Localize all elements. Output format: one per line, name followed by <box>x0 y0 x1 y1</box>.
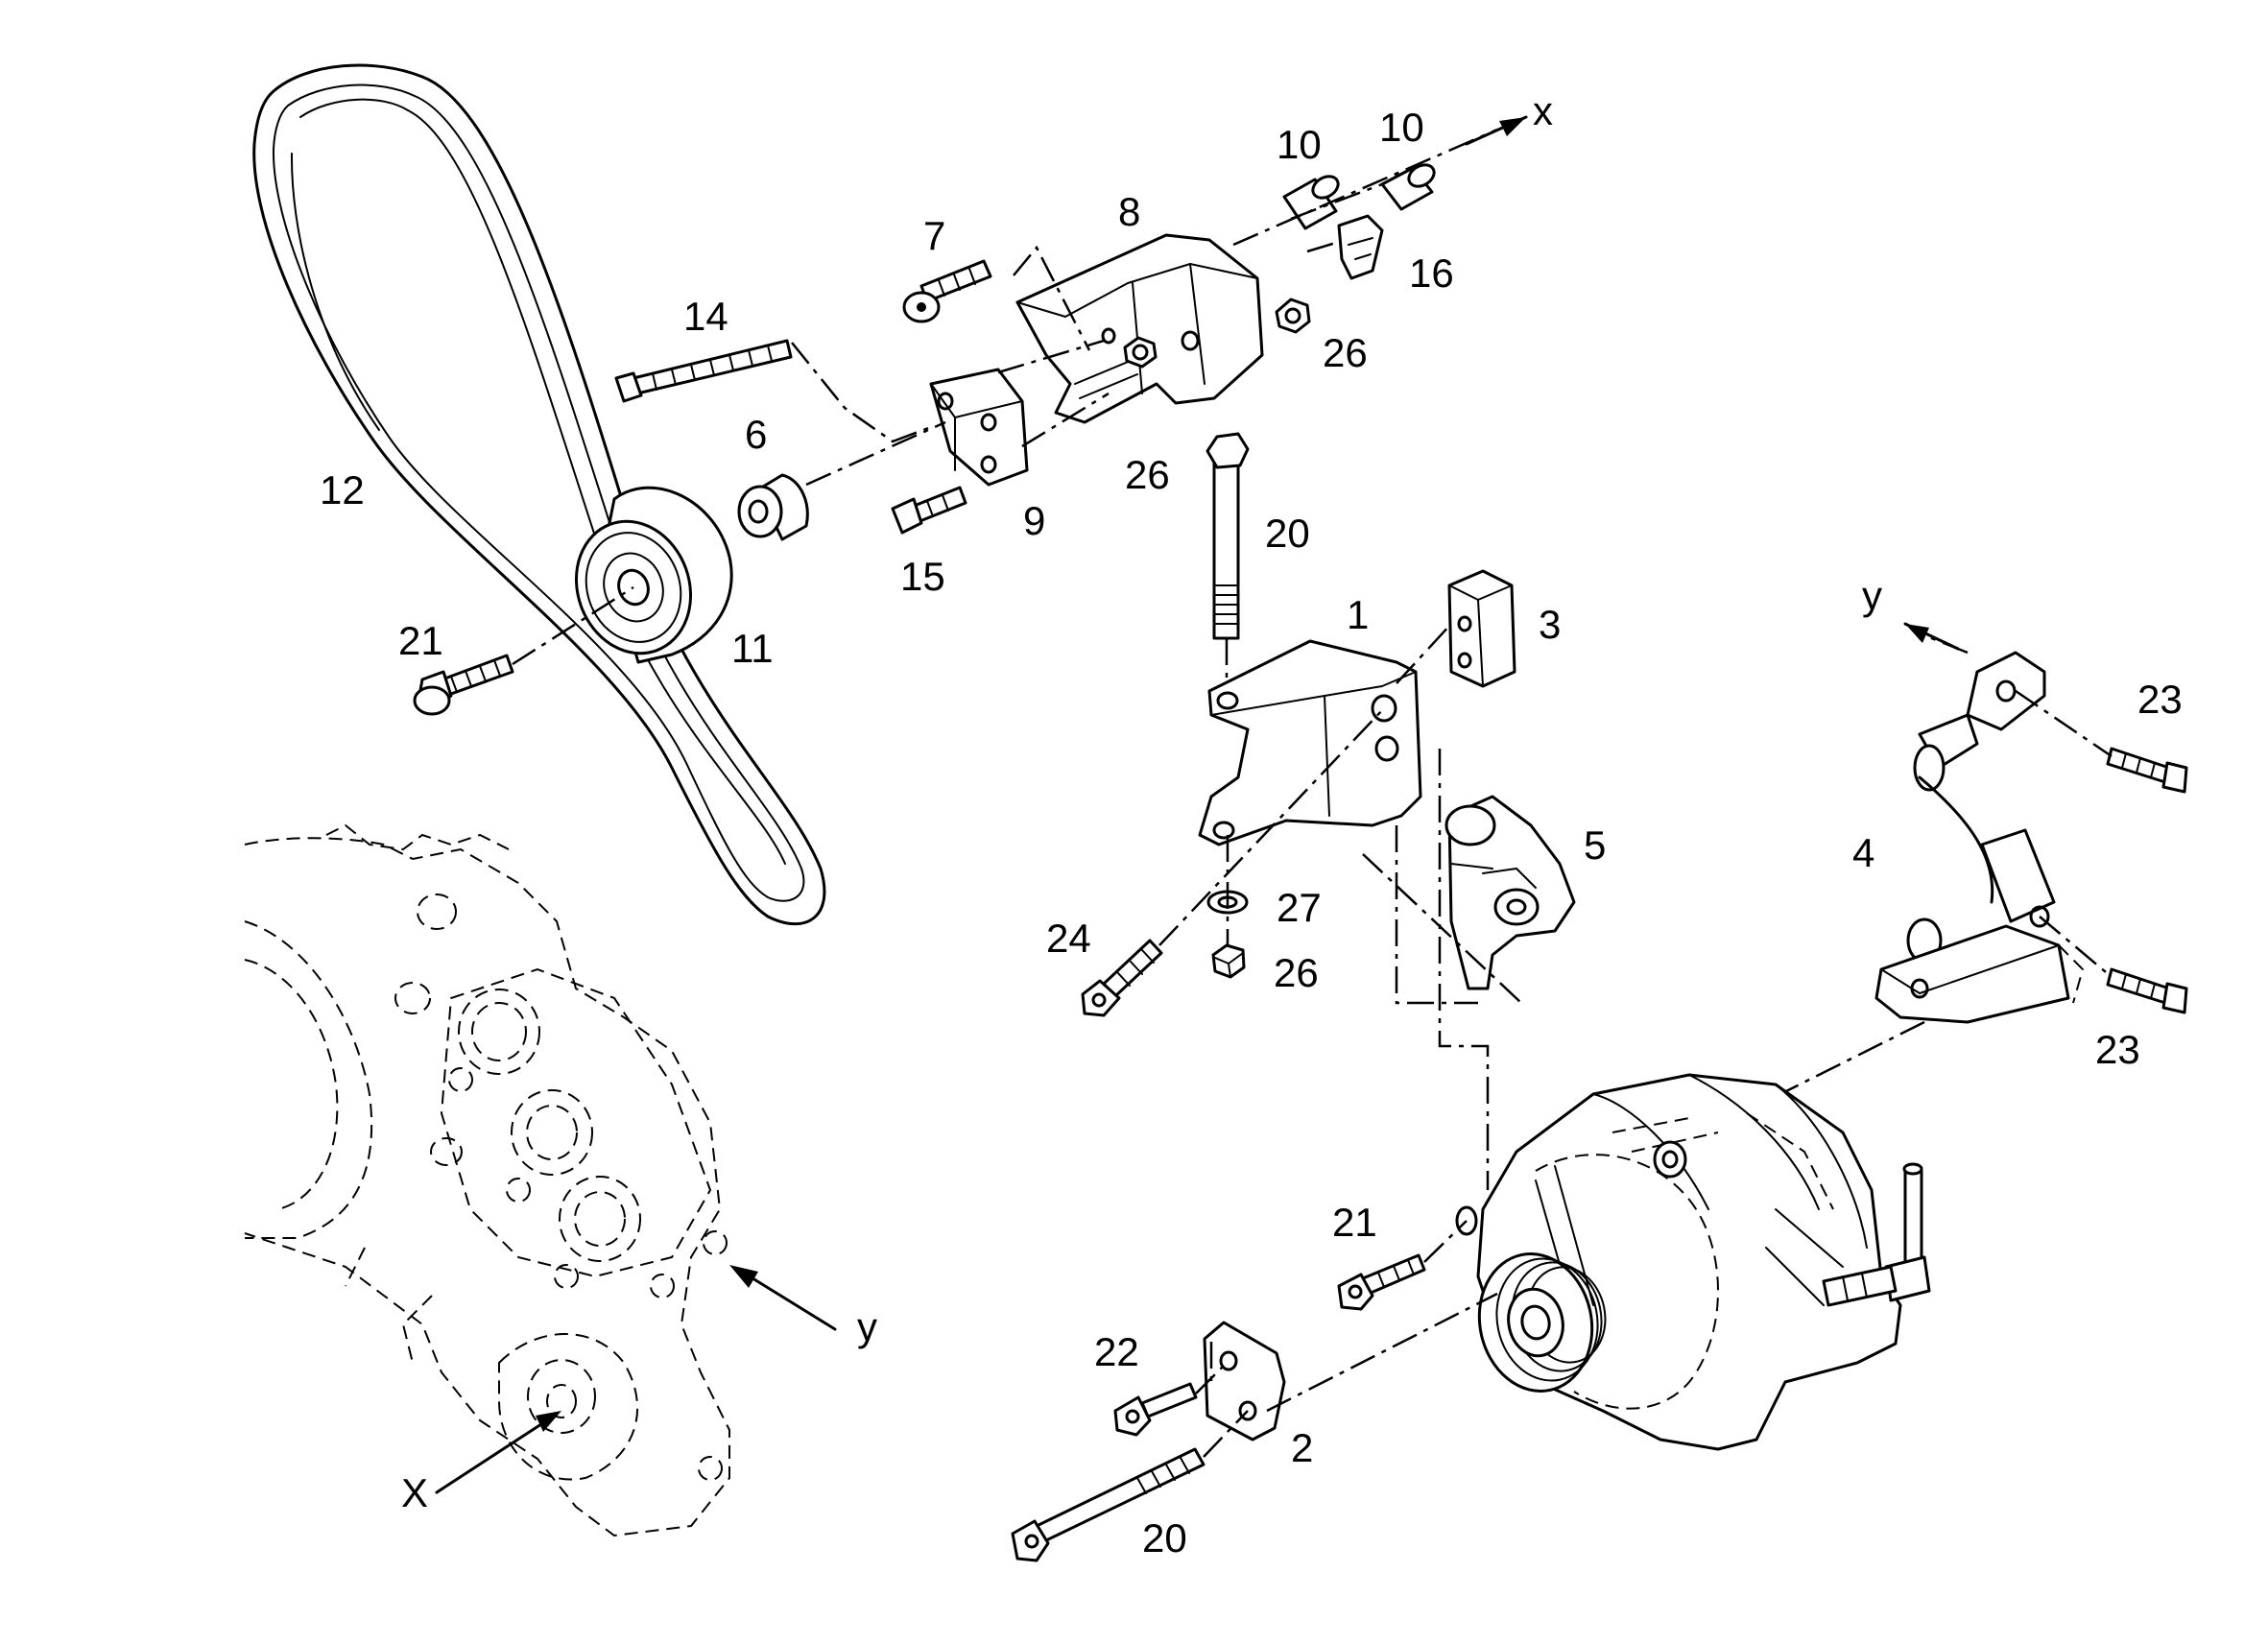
axis-lines-alternator <box>1362 749 1522 1190</box>
label-part-7: 7 <box>923 213 946 258</box>
tensioner-arm-5 <box>1444 795 1576 990</box>
axis-line-24 <box>1158 707 1385 946</box>
axis-lines-23 <box>2015 689 2113 978</box>
label-axis-y-right: y <box>1862 573 1882 618</box>
label-part-11: 11 <box>731 626 774 671</box>
label-part-26b: 26 <box>1125 452 1170 497</box>
label-part-23a: 23 <box>2137 677 2183 722</box>
block-3 <box>1447 569 1516 688</box>
label-part-8: 8 <box>1118 189 1141 234</box>
label-part-1: 1 <box>1347 592 1370 637</box>
label-part-3: 3 <box>1539 602 1562 647</box>
label-part-24: 24 <box>1046 916 1091 961</box>
label-part-2: 2 <box>1291 1425 1314 1470</box>
axis-line-21 <box>1423 1220 1468 1263</box>
bolt-7 <box>902 259 992 323</box>
tensioner-block-9 <box>929 368 1029 487</box>
bracket-1 <box>1198 639 1422 846</box>
bolt-15 <box>891 486 967 535</box>
label-part-26c: 26 <box>1274 950 1319 995</box>
bolt-21-lower <box>1337 1253 1426 1311</box>
bolt-23-top <box>2106 747 2188 794</box>
axis-x-line <box>1232 128 1498 247</box>
axis-lines-upper <box>791 245 1110 487</box>
label-part-26a: 26 <box>1323 330 1368 375</box>
label-part-9: 9 <box>1023 498 1046 543</box>
idler-pulley <box>574 486 733 664</box>
label-axis-X: X <box>401 1470 429 1515</box>
axis-lines-10 <box>1290 182 1383 253</box>
axis-line <box>512 585 634 666</box>
label-part-15: 15 <box>900 554 945 599</box>
label-part-6: 6 <box>745 412 768 457</box>
bolt-22 <box>1113 1382 1198 1437</box>
plate-2 <box>1203 1321 1286 1441</box>
spacer-6 <box>737 473 809 541</box>
nut-26-lower <box>1211 943 1246 979</box>
label-part-5: 5 <box>1584 822 1607 868</box>
bolt-24 <box>1081 939 1163 1017</box>
alternator <box>1455 1073 1931 1451</box>
axis-X-line <box>435 1418 549 1494</box>
label-axis-x: x <box>1533 88 1553 133</box>
label-part-27: 27 <box>1277 885 1322 930</box>
axis-line-3 <box>1396 623 1452 684</box>
bracket-4 <box>1874 651 2085 1024</box>
drive-belt <box>252 63 826 926</box>
label-part-16: 16 <box>1409 250 1454 296</box>
sleeve-10b <box>1380 163 1436 211</box>
bolt-20-lower <box>1011 1447 1206 1562</box>
bolt-14 <box>614 339 793 403</box>
clip-16 <box>1337 214 1384 280</box>
label-part-22: 22 <box>1094 1329 1139 1374</box>
nut-26-center <box>1123 336 1158 369</box>
label-part-21a: 21 <box>398 618 443 663</box>
label-part-20b: 20 <box>1142 1515 1187 1561</box>
label-part-12: 12 <box>320 467 365 512</box>
axis-lines-lower <box>1195 1292 1498 1458</box>
tensioner-bracket-8 <box>1015 233 1264 424</box>
engine-front-cover <box>244 823 730 1537</box>
bolt-23-bottom <box>2106 967 2188 1014</box>
nut-26-right <box>1275 298 1311 334</box>
label-part-10a: 10 <box>1277 122 1322 167</box>
label-part-20a: 20 <box>1265 511 1310 556</box>
bolt-20-top <box>1206 432 1250 640</box>
label-part-4: 4 <box>1852 830 1875 875</box>
label-part-14: 14 <box>683 294 728 339</box>
label-axis-y-left: y <box>857 1304 877 1349</box>
label-part-10b: 10 <box>1379 105 1424 150</box>
bolt-21-top <box>413 654 514 716</box>
label-part-21b: 21 <box>1332 1200 1377 1245</box>
label-part-23b: 23 <box>2095 1027 2140 1072</box>
